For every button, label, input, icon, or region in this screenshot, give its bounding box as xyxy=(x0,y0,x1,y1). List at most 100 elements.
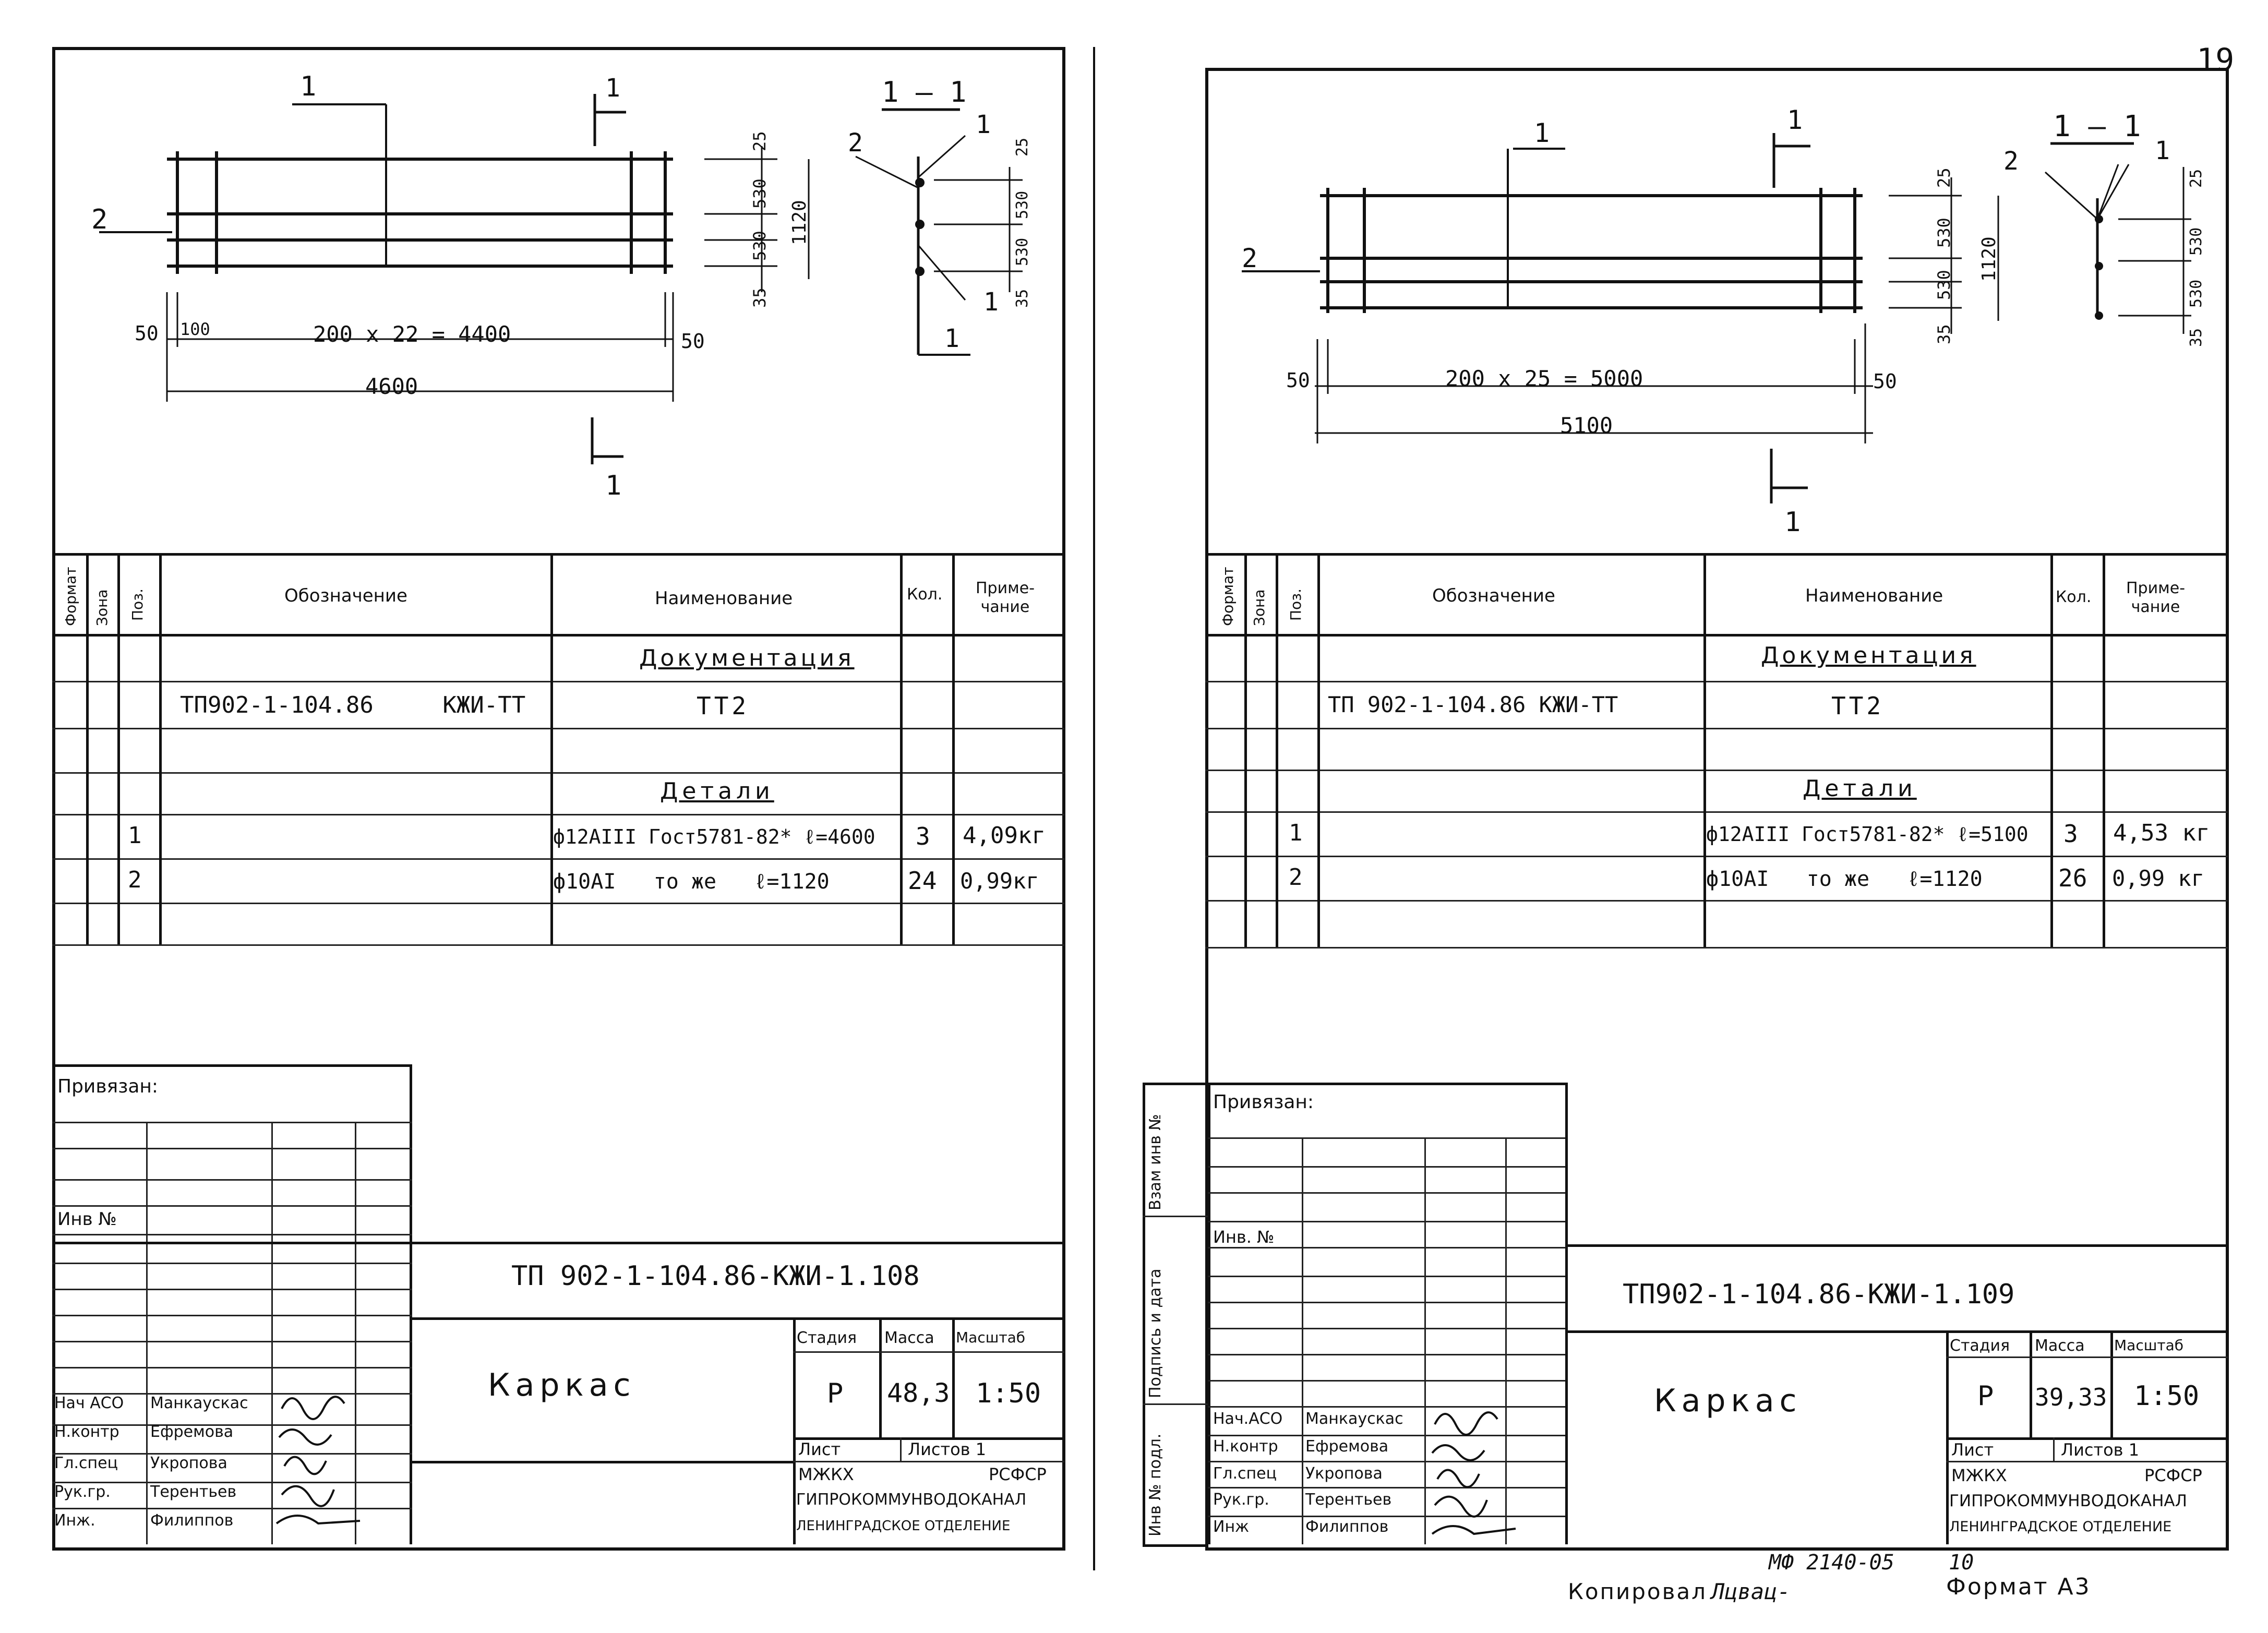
right-doc-code: ТП902-1-104.86-КЖИ-1.109 xyxy=(1623,1279,2015,1310)
left-label-pos1-top: 1 xyxy=(300,71,317,102)
left-cut-label-bottom: 1 xyxy=(605,470,622,501)
footer-copied-signature: Лцвац- xyxy=(1711,1579,1791,1604)
right-sec-label-2: 2 xyxy=(2003,147,2019,176)
right-hdr-designation: Обозначение xyxy=(1432,585,1555,606)
right-dim-end-50b: 50 xyxy=(1873,370,1897,393)
right-stage: Р xyxy=(1977,1380,1994,1412)
right-row2-name: ф10АI то же ℓ=1120 xyxy=(1706,867,1983,891)
footer-number: 10 xyxy=(1949,1551,1974,1575)
left-sec-label-1a: 1 xyxy=(976,110,991,139)
right-scale-label: Масштаб xyxy=(2114,1337,2184,1354)
right-sheet-label: Лист xyxy=(1951,1440,1994,1460)
left-person-name: Укропова xyxy=(150,1454,227,1472)
right-person-role: Рук.гр. xyxy=(1213,1491,1269,1509)
left-hdr-note: Приме- чание xyxy=(976,579,1035,616)
left-person-role: Н.контр xyxy=(54,1423,119,1441)
right-dim-end-50a: 50 xyxy=(1286,369,1310,392)
right-tied-label: Привязан: xyxy=(1213,1091,1314,1113)
left-dim-spacing: 200 x 22 = 4400 xyxy=(313,321,511,347)
left-person-role: Рук.гр. xyxy=(54,1483,111,1501)
right-org1b: РСФСР xyxy=(2144,1466,2202,1485)
right-person-name: Филиппов xyxy=(1305,1518,1389,1536)
right-person-name: Ефремова xyxy=(1305,1437,1389,1456)
right-row2-qty: 26 xyxy=(2058,864,2087,892)
right-mass-label: Масса xyxy=(2035,1337,2085,1355)
right-org1: МЖКХ xyxy=(1951,1466,2007,1485)
left-section-parts: Детали xyxy=(660,778,774,805)
right-person-name: Укропова xyxy=(1305,1464,1383,1483)
footer-copied-label: Копировал xyxy=(1568,1579,1707,1604)
left-tied-label: Привязан: xyxy=(57,1076,159,1097)
left-row2-qty: 24 xyxy=(908,867,937,895)
left-mass-label: Масса xyxy=(884,1329,934,1347)
right-sheet xyxy=(1205,68,2229,1551)
right-row1-qty: 3 xyxy=(2063,820,2078,848)
left-scale: 1:50 xyxy=(976,1378,1041,1409)
right-section-title: 1 — 1 xyxy=(2053,110,2141,143)
left-org2: ГИПРОКОММУНВОДОКАНАЛ xyxy=(796,1491,1027,1509)
left-row2-name: ф10АI то же ℓ=1120 xyxy=(553,870,830,894)
right-doc-title: Каркас xyxy=(1654,1383,1802,1419)
right-cut-label-bottom: 1 xyxy=(1784,507,1801,538)
left-row1-pos: 1 xyxy=(128,822,142,849)
right-stage-label: Стадия xyxy=(1950,1337,2010,1355)
right-doc-name: ТТ2 xyxy=(1831,692,1885,720)
left-mass: 48,3 xyxy=(887,1378,950,1408)
left-sheets-label: Листов 1 xyxy=(908,1439,987,1459)
right-hdr-name: Наименование xyxy=(1805,585,1943,606)
left-hdr-designation: Обозначение xyxy=(284,585,407,606)
left-section-title: 1 — 1 xyxy=(882,76,967,109)
right-row2-note: 0,99 кг xyxy=(2112,866,2205,891)
left-org3: ЛЕНИНГРАДСКОЕ ОТДЕЛЕНИЕ xyxy=(796,1518,1011,1534)
right-dim-total: 5100 xyxy=(1560,413,1613,438)
left-row2-pos: 2 xyxy=(128,867,142,893)
left-org1b: РСФСР xyxy=(989,1464,1047,1484)
footer-format: Формат А3 xyxy=(1946,1574,2091,1600)
left-person-role: Инж. xyxy=(54,1511,95,1530)
right-person-role: Гл.спец xyxy=(1213,1464,1277,1483)
left-doc-code: ТП 902-1-104.86-КЖИ-1.108 xyxy=(511,1260,920,1292)
left-cut-label-top: 1 xyxy=(605,74,620,103)
left-sec-label-2: 2 xyxy=(848,128,863,158)
left-dim-total: 4600 xyxy=(365,374,418,399)
left-inv-label: Инв № xyxy=(57,1209,117,1230)
right-doc-designation: ТП 902-1-104.86 КЖИ-ТТ xyxy=(1328,692,1618,717)
right-section-parts: Детали xyxy=(1803,775,1917,802)
left-dim-end-50b: 50 xyxy=(681,330,705,353)
left-person-name: Манкаускас xyxy=(150,1394,248,1412)
left-section-docs: Документация xyxy=(639,645,855,671)
right-person-role: Нач.АСО xyxy=(1213,1410,1283,1428)
left-person-role: Нач АСО xyxy=(54,1394,124,1412)
fold-line xyxy=(1093,47,1095,1570)
right-label-pos2: 2 xyxy=(1242,243,1258,273)
right-cut-label-top: 1 xyxy=(1787,105,1803,135)
right-inv-label: Инв. № xyxy=(1213,1227,1275,1247)
left-person-name: Ефремова xyxy=(150,1423,234,1441)
right-sec-label-1a: 1 xyxy=(2155,136,2170,165)
left-doc-designation: ТП902-1-104.86 КЖИ-ТТ xyxy=(180,692,526,718)
right-org2: ГИПРОКОММУНВОДОКАНАЛ xyxy=(1949,1492,2187,1510)
right-hdr-note: Приме- чание xyxy=(2126,579,2186,616)
left-stage-label: Стадия xyxy=(797,1329,857,1347)
left-hdr-name: Наименование xyxy=(655,588,793,609)
footer-mf-code: МФ 2140-05 xyxy=(1769,1551,1894,1575)
right-section-docs: Документация xyxy=(1761,642,1976,669)
left-sec-label-1c: 1 xyxy=(944,324,959,353)
right-row2-pos: 2 xyxy=(1289,864,1303,891)
page-number: 19 xyxy=(2197,42,2235,78)
left-sheet xyxy=(52,47,1065,1551)
right-person-name: Манкаускас xyxy=(1305,1410,1403,1428)
left-person-name: Терентьев xyxy=(150,1483,237,1501)
left-scale-label: Масштаб xyxy=(956,1329,1026,1346)
right-person-role: Н.контр xyxy=(1213,1437,1278,1456)
left-row1-name: ф12АIII Гост5781-82* ℓ=4600 xyxy=(553,825,875,848)
left-label-pos2: 2 xyxy=(91,204,108,235)
left-stage: Р xyxy=(827,1378,844,1409)
right-row1-name: ф12АIII Гост5781-82* ℓ=5100 xyxy=(1706,823,2029,846)
left-dim-end-50a: 50 xyxy=(135,322,159,345)
left-row2-note: 0,99кг xyxy=(960,868,1039,894)
left-person-name: Филиппов xyxy=(150,1511,234,1530)
